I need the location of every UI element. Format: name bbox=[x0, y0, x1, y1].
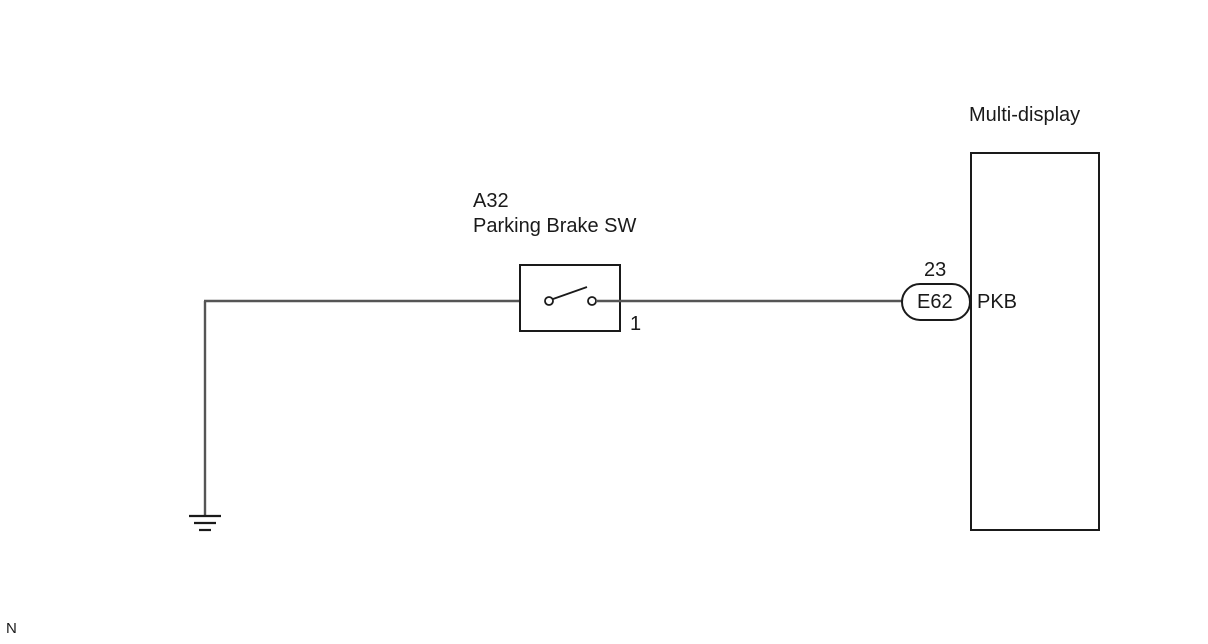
ground-symbol-icon bbox=[189, 514, 221, 532]
switch-code-label: A32 bbox=[473, 190, 509, 212]
multi-display-box bbox=[970, 152, 1100, 531]
module-pin-label: PKB bbox=[977, 291, 1018, 313]
module-name-label: Multi-display bbox=[969, 104, 1081, 126]
switch-name-label: Parking Brake SW bbox=[473, 215, 637, 237]
corner-mark: N bbox=[6, 620, 17, 637]
connector-pin-label: 23 bbox=[924, 259, 947, 281]
switch-pin-label: 1 bbox=[630, 313, 642, 335]
connector-code-label: E62 bbox=[917, 291, 953, 313]
parking-brake-switch-box bbox=[519, 264, 621, 332]
